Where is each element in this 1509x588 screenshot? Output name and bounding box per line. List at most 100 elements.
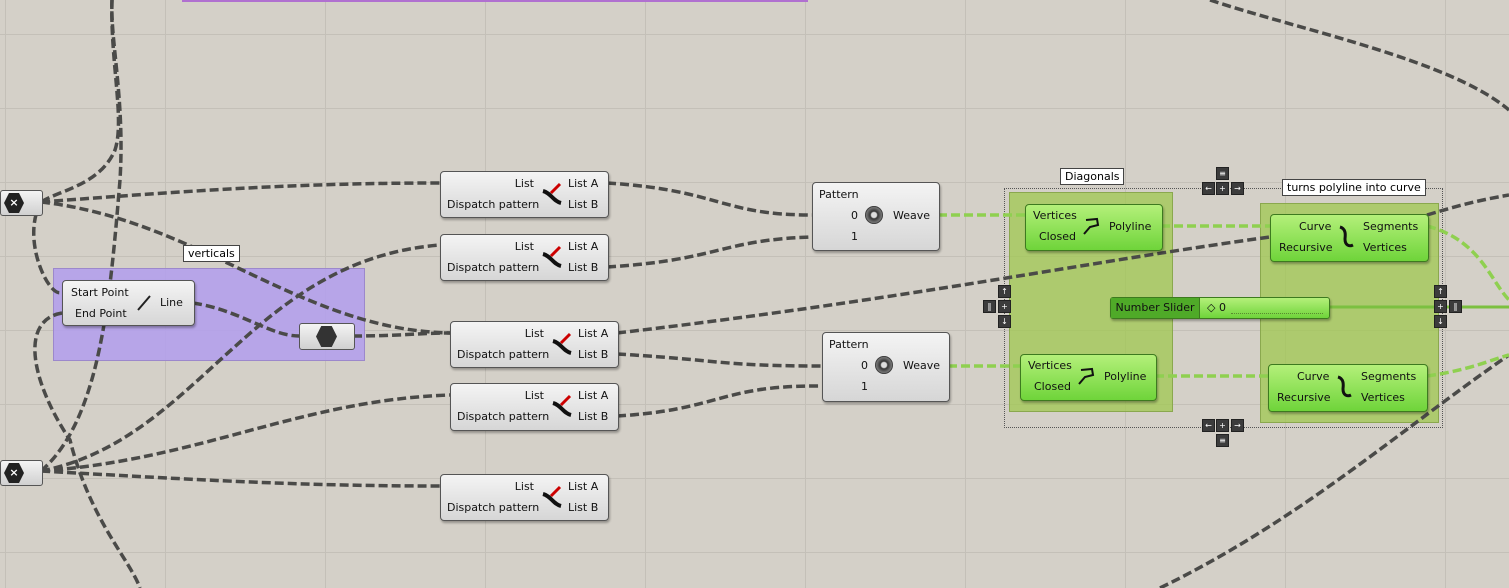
list-b-output[interactable]: List B [578, 348, 609, 361]
align-top-icon[interactable]: ↑ [998, 285, 1011, 298]
slider-value: 0 [1219, 301, 1226, 314]
segments-output[interactable]: Segments [1361, 370, 1417, 383]
align-left-icon[interactable]: ← [1202, 419, 1215, 432]
start-point-input[interactable]: Start Point [71, 286, 129, 299]
align-left-icon[interactable]: ← [1202, 182, 1215, 195]
vertices-output[interactable]: Vertices [1363, 241, 1407, 254]
list-input[interactable]: List [524, 327, 544, 340]
weave-output[interactable]: Weave [893, 209, 931, 222]
group-label-verticals: verticals [183, 245, 240, 262]
list-b-output[interactable]: List B [568, 198, 599, 211]
polyline-output[interactable]: Polyline [1104, 370, 1147, 383]
recursive-input[interactable]: Recursive [1277, 391, 1331, 404]
dispatch-pattern-input[interactable]: Dispatch pattern [447, 198, 540, 211]
align-bottom-icon[interactable]: ↓ [998, 315, 1011, 328]
list-input[interactable]: List [514, 240, 534, 253]
curve-input[interactable]: Curve [1299, 220, 1332, 233]
explode-icon [1337, 375, 1352, 398]
slider-label: Number Slider [1111, 298, 1200, 318]
list-a-output[interactable]: List A [568, 240, 599, 253]
distribute-icon[interactable]: ‖ [1449, 300, 1462, 313]
align-center-icon[interactable]: + [1216, 182, 1229, 195]
explode-icon [1339, 225, 1354, 248]
list-a-output[interactable]: List A [578, 389, 609, 402]
align-bottom-icon[interactable]: ↓ [1434, 315, 1447, 328]
weave-component-1[interactable]: Pattern 0 1 Weave [812, 182, 940, 251]
weave-component-2[interactable]: Pattern 0 1 Weave [822, 332, 950, 402]
param-component-1[interactable]: × [0, 190, 43, 216]
polyline-icon [1083, 217, 1100, 235]
pattern-input[interactable]: Pattern [829, 338, 869, 351]
align-right-icon[interactable]: → [1231, 419, 1244, 432]
number-slider[interactable]: Number Slider ◇ 0 [1110, 297, 1330, 319]
weave-output[interactable]: Weave [903, 359, 941, 372]
dispatch-icon [542, 245, 562, 268]
vertices-input[interactable]: Vertices [1028, 359, 1072, 372]
dispatch-pattern-input[interactable]: Dispatch pattern [447, 261, 540, 274]
line-component[interactable]: Start Point End Point Line [62, 280, 195, 326]
dispatch-pattern-input[interactable]: Dispatch pattern [457, 410, 550, 423]
group-label-curve: turns polyline into curve [1282, 179, 1426, 196]
recursive-input[interactable]: Recursive [1279, 241, 1333, 254]
list-b-output[interactable]: List B [578, 410, 609, 423]
list-input[interactable]: List [514, 480, 534, 493]
closed-input[interactable]: Closed [1034, 380, 1071, 393]
vertices-input[interactable]: Vertices [1033, 209, 1077, 222]
list-input[interactable]: List [514, 177, 534, 190]
align-middle-icon[interactable]: + [1434, 300, 1447, 313]
list-a-output[interactable]: List A [578, 327, 609, 340]
stream-1-input[interactable]: 1 [851, 230, 858, 243]
list-b-output[interactable]: List B [568, 501, 599, 514]
distribute-icon[interactable]: ‖ [983, 300, 996, 313]
list-b-output[interactable]: List B [568, 261, 599, 274]
stream-1-input[interactable]: 1 [861, 380, 868, 393]
group-edge [182, 0, 808, 2]
group-label-diagonals: Diagonals [1060, 168, 1125, 185]
dispatch-icon [552, 332, 572, 355]
align-center-icon[interactable]: + [1216, 419, 1229, 432]
align-top-icon[interactable]: ↑ [1434, 285, 1447, 298]
polyline-output[interactable]: Polyline [1109, 220, 1152, 233]
closed-input[interactable]: Closed [1039, 230, 1076, 243]
close-x-icon: × [4, 463, 24, 483]
line-icon [137, 295, 151, 311]
geometry-param[interactable] [299, 323, 355, 350]
curve-input[interactable]: Curve [1297, 370, 1330, 383]
close-x-icon: × [4, 193, 24, 213]
pattern-input[interactable]: Pattern [819, 188, 859, 201]
dispatch-icon [552, 394, 572, 417]
stream-0-input[interactable]: 0 [851, 209, 858, 222]
polyline-icon [1078, 367, 1095, 385]
slider-track[interactable] [1231, 310, 1323, 314]
dispatch-icon [542, 182, 562, 205]
dispatch-icon [542, 485, 562, 508]
vertices-output[interactable]: Vertices [1361, 391, 1405, 404]
align-right-icon[interactable]: → [1231, 182, 1244, 195]
dispatch-pattern-input[interactable]: Dispatch pattern [447, 501, 540, 514]
align-middle-icon[interactable]: + [998, 300, 1011, 313]
line-output[interactable]: Line [160, 296, 183, 309]
list-a-output[interactable]: List A [568, 177, 599, 190]
param-component-2[interactable]: × [0, 460, 43, 486]
list-a-output[interactable]: List A [568, 480, 599, 493]
stream-0-input[interactable]: 0 [861, 359, 868, 372]
end-point-input[interactable]: End Point [75, 307, 127, 320]
align-icon[interactable]: ≡ [1216, 434, 1229, 447]
geometry-hex-icon [316, 326, 337, 347]
align-icon[interactable]: ≡ [1216, 167, 1229, 180]
segments-output[interactable]: Segments [1363, 220, 1419, 233]
dispatch-pattern-input[interactable]: Dispatch pattern [457, 348, 550, 361]
list-input[interactable]: List [524, 389, 544, 402]
slider-handle-icon[interactable]: ◇ [1207, 301, 1216, 314]
weave-icon [865, 206, 883, 224]
